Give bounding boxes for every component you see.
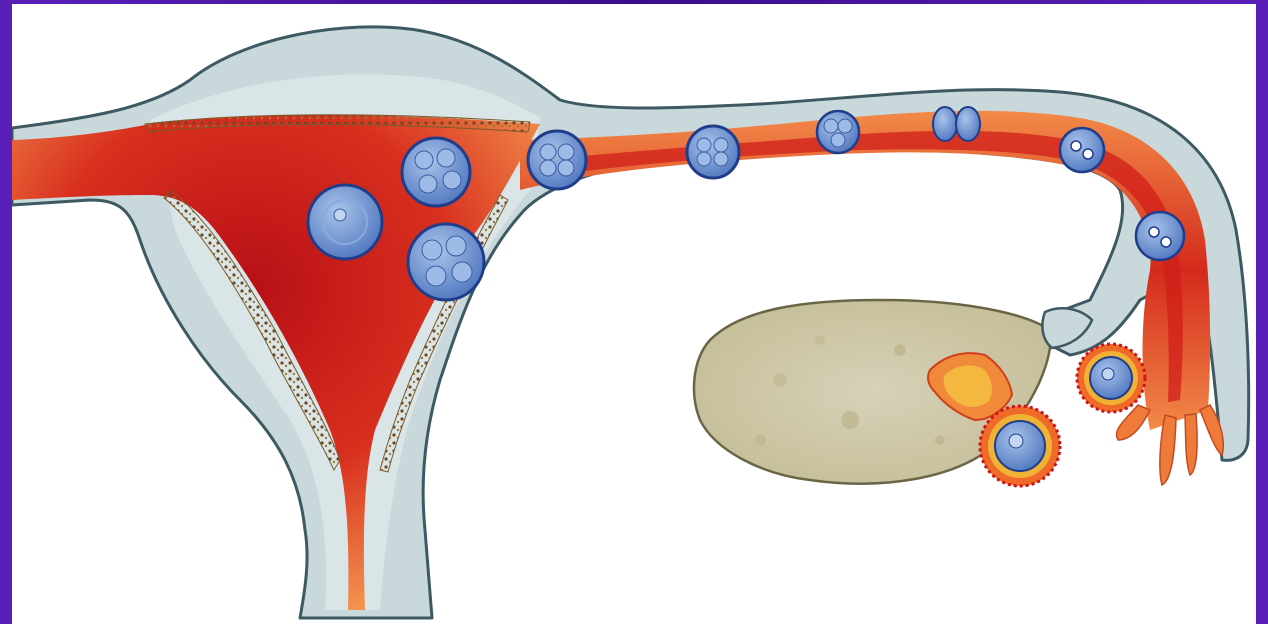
implanting-blastocyst xyxy=(308,185,382,259)
morula xyxy=(402,138,470,206)
reproductive-tract-diagram xyxy=(12,4,1256,624)
morula xyxy=(528,131,586,189)
four-cell xyxy=(817,111,859,153)
morula xyxy=(408,224,484,300)
fimbriae xyxy=(1116,405,1223,485)
eight-cell xyxy=(687,126,739,178)
ovulated-oocyte xyxy=(980,406,1060,486)
pronuclear-stage xyxy=(1136,212,1184,260)
diagram-canvas xyxy=(12,4,1256,624)
oocyte-in-tube xyxy=(1077,344,1145,412)
fertilized-zygote xyxy=(1060,128,1104,172)
